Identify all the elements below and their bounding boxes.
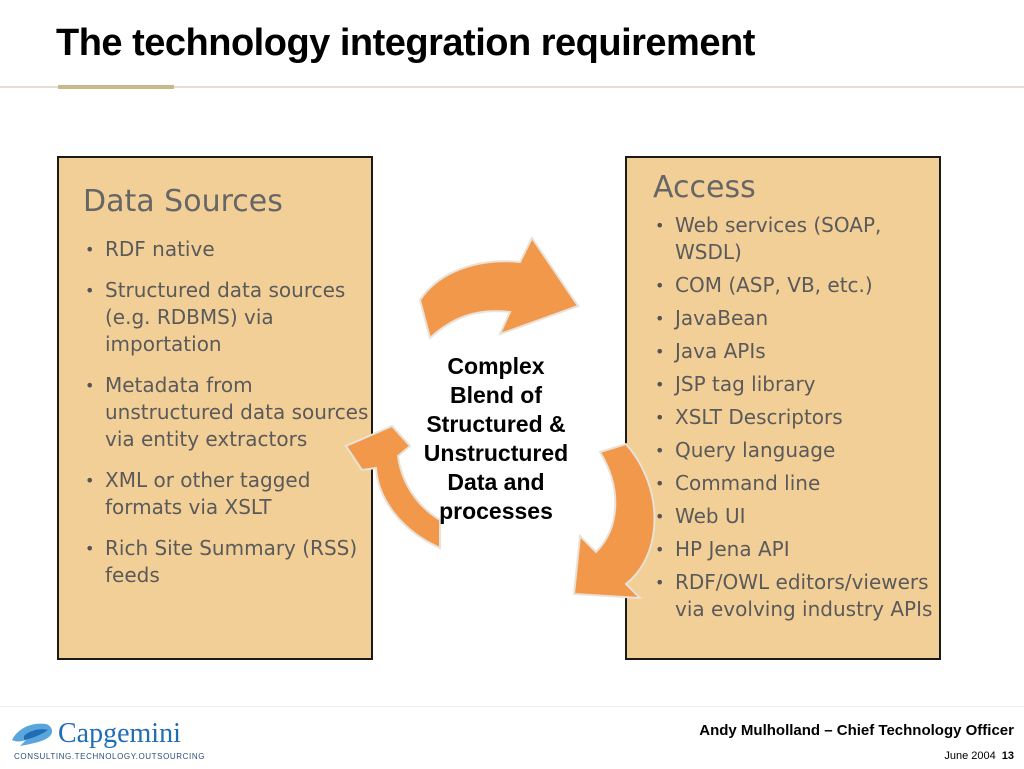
list-item-label: Rich Site Summary (RSS) feeds	[105, 536, 358, 587]
list-item: • Rich Site Summary (RSS) feeds	[83, 535, 373, 589]
access-heading: Access	[653, 170, 756, 205]
list-item-label: Web services (SOAP, WSDL)	[675, 213, 882, 264]
list-item-label: JavaBean	[675, 306, 769, 330]
list-item-label: Java APIs	[675, 339, 766, 363]
bullet-icon: •	[655, 474, 665, 493]
list-item: • XML or other tagged formats via XSLT	[83, 467, 373, 521]
bullet-icon: •	[85, 539, 95, 558]
access-box: Access • Web services (SOAP, WSDL) • COM (…	[625, 156, 941, 660]
list-item: • HP Jena API	[653, 536, 953, 563]
title-divider	[0, 86, 1024, 88]
curved-arrow-top	[418, 236, 580, 340]
bullet-icon: •	[655, 441, 665, 460]
list-item-label: Command line	[675, 471, 821, 495]
list-item: • Web services (SOAP, WSDL)	[653, 212, 953, 266]
footer-date-line: June 2004 13	[944, 750, 1014, 762]
list-item: • Query language	[653, 437, 953, 464]
list-item-label: Query language	[675, 438, 836, 462]
list-item: • RDF/OWL editors/viewers via evolving in…	[653, 569, 953, 623]
bullet-icon: •	[85, 471, 95, 490]
list-item: • Java APIs	[653, 338, 953, 365]
bullet-icon: •	[655, 375, 665, 394]
center-caption-line: Data and	[447, 469, 545, 495]
list-item-label: XML or other tagged formats via XSLT	[105, 468, 311, 519]
list-item-label: JSP tag library	[675, 372, 816, 396]
center-caption-line: Blend of	[450, 382, 542, 408]
bullet-icon: •	[85, 376, 95, 395]
list-item: • Command line	[653, 470, 953, 497]
list-item: • JavaBean	[653, 305, 953, 332]
list-item: • JSP tag library	[653, 371, 953, 398]
data-sources-box: Data Sources • RDF native • Structured dat…	[57, 156, 373, 660]
footer-band	[0, 706, 1024, 769]
bullet-icon: •	[655, 342, 665, 361]
list-item: • Web UI	[653, 503, 953, 530]
list-item-label: RDF native	[105, 237, 215, 261]
list-item-label: RDF/OWL editors/viewers via evolving ind…	[675, 570, 933, 621]
bullet-icon: •	[655, 276, 665, 295]
page-number: 13	[1001, 750, 1014, 762]
list-item-label: Metadata from unstructured data sources …	[105, 373, 369, 451]
center-caption-line: processes	[439, 498, 553, 524]
list-item-label: COM (ASP, VB, etc.)	[675, 273, 873, 297]
list-item: • Metadata from unstructured data sources…	[83, 372, 373, 453]
list-item: • XSLT Descriptors	[653, 404, 953, 431]
bullet-icon: •	[655, 573, 665, 592]
presenter-credit: Andy Mulholland – Chief Technology Offic…	[699, 722, 1014, 739]
center-caption-line: Complex	[447, 353, 545, 379]
list-item-label: HP Jena API	[675, 537, 790, 561]
slide-title: The technology integration requirement	[56, 22, 755, 64]
center-caption: Complex Blend of Structured & Unstructur…	[398, 352, 594, 526]
list-item-label: Web UI	[675, 504, 746, 528]
logo-tagline: CONSULTING.TECHNOLOGY.OUTSOURCING	[14, 752, 206, 761]
list-item: • Structured data sources (e.g. RDBMS) vi…	[83, 277, 373, 358]
bullet-icon: •	[655, 408, 665, 427]
list-item: • RDF native	[83, 236, 373, 263]
bullet-icon: •	[655, 540, 665, 559]
list-item-label: Structured data sources (e.g. RDBMS) via…	[105, 278, 346, 356]
list-item: • COM (ASP, VB, etc.)	[653, 272, 953, 299]
center-caption-line: Structured &	[426, 411, 566, 437]
access-list: • Web services (SOAP, WSDL) • COM (ASP, VB…	[653, 212, 953, 629]
title-accent-bar	[58, 85, 174, 89]
bullet-icon: •	[655, 309, 665, 328]
logo-spade-icon	[12, 723, 53, 746]
bullet-icon: •	[85, 240, 95, 259]
data-sources-list: • RDF native • Structured data sources (e.…	[83, 236, 373, 603]
list-item-label: XSLT Descriptors	[675, 405, 843, 429]
company-logo: Capgemini CONSULTING.TECHNOLOGY.OUTSOURC…	[10, 718, 204, 762]
logo-wordmark: Capgemini	[58, 718, 181, 749]
bullet-icon: •	[85, 281, 95, 300]
footer-date: June 2004	[944, 750, 996, 762]
bullet-icon: •	[655, 216, 665, 235]
data-sources-heading: Data Sources	[83, 184, 283, 219]
center-caption-line: Unstructured	[423, 440, 569, 466]
bullet-icon: •	[655, 507, 665, 526]
